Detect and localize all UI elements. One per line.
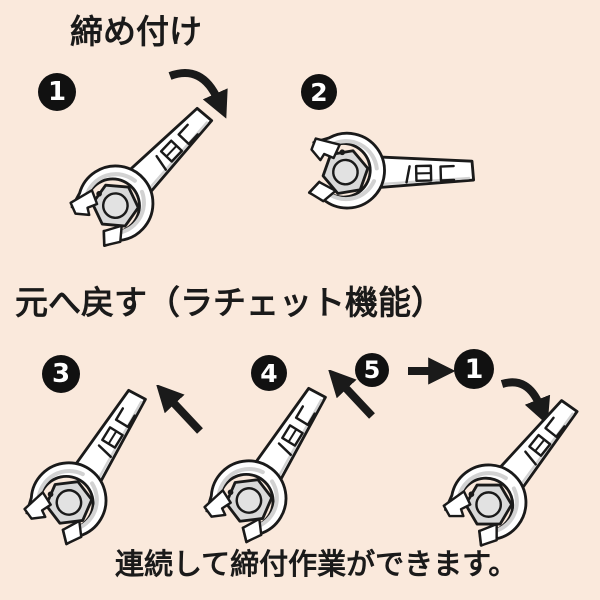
up-left-arrow-icon-step4 (328, 370, 375, 419)
curved-clockwise-arrow-icon (168, 69, 228, 119)
step-4-badge: 4 (251, 355, 287, 391)
step-2-badge: 2 (301, 74, 337, 110)
ratchet-section-title: 元へ戻す（ラチェット機能） (15, 284, 444, 321)
step-5-badge: 5 (355, 353, 389, 387)
tighten-section-title: 締め付け (70, 13, 202, 50)
wrench-step3-illustration (3, 349, 200, 563)
step-3-badge: 3 (42, 355, 80, 393)
up-left-arrow-icon-step3 (156, 385, 203, 434)
right-arrow-icon (408, 357, 455, 385)
step-1-badge: 1 (38, 73, 76, 111)
step-1-repeat-badge: 1 (454, 349, 494, 389)
bottom-caption: 連続して締付作業ができます。 (115, 549, 518, 581)
wrench-step2-illustration (301, 117, 504, 232)
curved-clockwise-arrow-icon-repeat (500, 378, 551, 425)
